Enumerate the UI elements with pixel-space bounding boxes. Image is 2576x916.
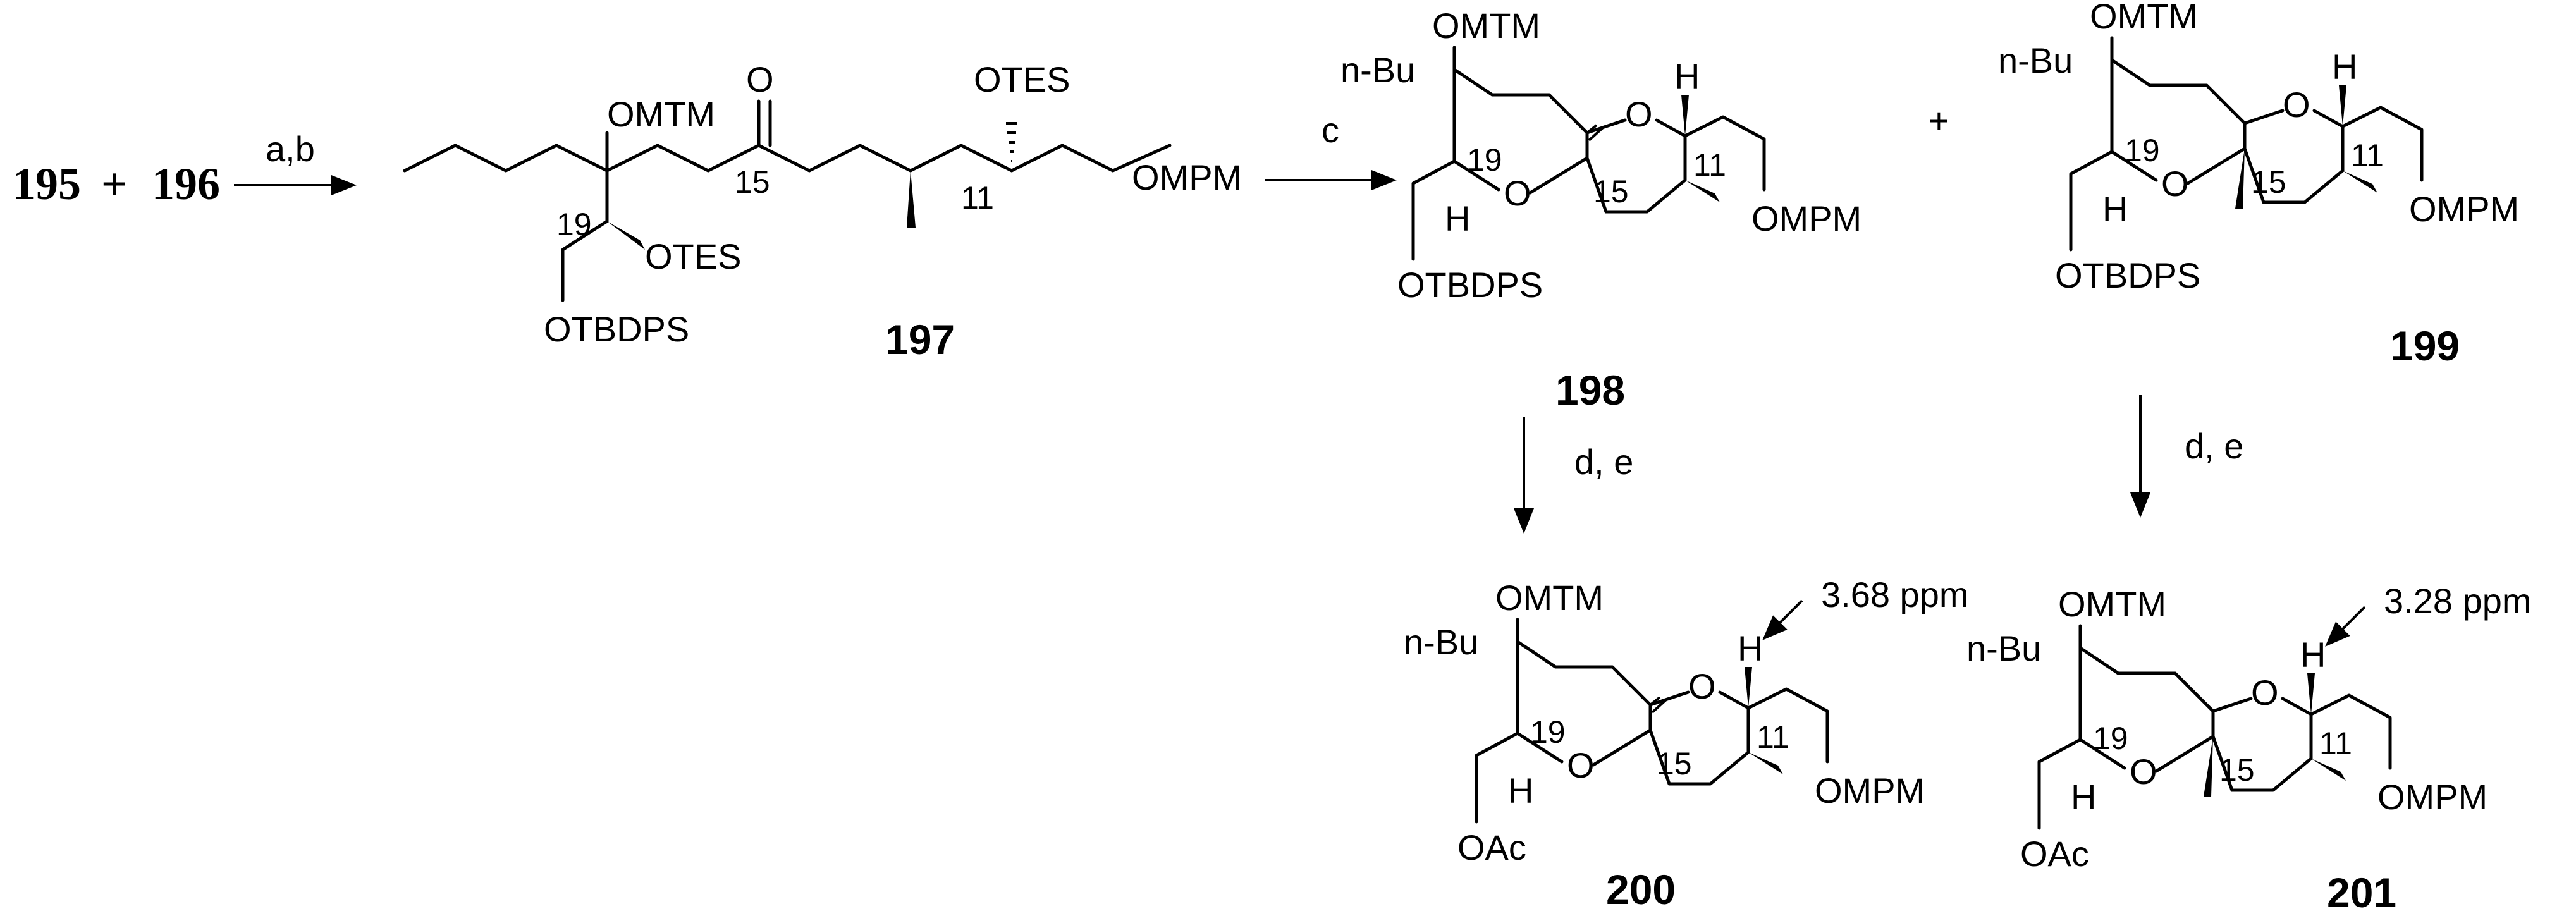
c200-omtm: OMTM [1495,578,1604,618]
c201-h19: H [2071,777,2096,817]
c201-ompm: OMPM [2377,777,2487,817]
c198-o-ring2: O [1625,94,1653,134]
c197-ketone-o: O [746,59,774,99]
c198-num-11: 11 [1693,147,1726,183]
c201-nbu: n-Bu [1966,628,2041,668]
c201-shift: 3.28 ppm [2384,581,2532,621]
arrow-de-left-label: d, e [1574,442,1633,482]
c201-shift-arrow [2325,606,2366,647]
compound-198: OMTM n-Bu 19 H O O 15 H 11 OMPM OTBDPS 1… [1340,6,1861,413]
compound-200: OMTM n-Bu 19 H O O 15 H 11 OMPM OAc 200 … [1404,575,1969,913]
c201-oac: OAc [2020,834,2089,874]
c197-omtm: OMTM [607,94,715,134]
arrow-c-label: c [1322,110,1339,150]
c200-o-ring2: O [1688,666,1716,706]
c197-ompm: OMPM [1132,157,1242,197]
plus-mid: + [1929,101,1949,140]
c200-shift: 3.68 ppm [1821,575,1969,614]
c198-o-ring1: O [1504,173,1531,213]
c199-o-ring1: O [2161,164,2189,204]
c200-ompm: OMPM [1815,771,1925,810]
c198-num-15: 15 [1593,174,1629,209]
c201-h11: H [2300,635,2326,675]
c199-ompm: OMPM [2409,189,2519,229]
c198-h19: H [1445,198,1470,238]
c197-otes-low: OTES [645,236,741,276]
c200-h11: H [1738,628,1763,668]
c200-id: 200 [1606,866,1676,913]
c199-o-ring2: O [2283,85,2310,125]
c198-h11: H [1674,56,1700,96]
c198-num-19: 19 [1467,142,1502,178]
c200-o-ring1: O [1567,745,1595,785]
c200-oac: OAc [1457,827,1526,867]
c199-num-11: 11 [2351,138,2384,173]
c198-id: 198 [1555,367,1625,413]
c200-num-15: 15 [1657,746,1692,781]
reagent-195: 195 [13,159,81,209]
c199-num-19: 19 [2125,133,2160,168]
c201-num-11: 11 [2319,726,2352,761]
c197-id: 197 [885,316,955,363]
c199-h19: H [2102,189,2128,229]
c199-otbdps: OTBDPS [2055,255,2200,295]
c200-nbu: n-Bu [1404,622,1478,662]
compound-201: OMTM n-Bu 19 H O O 15 H 11 OMPM OAc 201 … [1966,581,2532,916]
c197-otes-top: OTES [974,59,1070,99]
c201-num-19: 19 [2093,721,2128,756]
c201-num-15: 15 [2219,752,2255,788]
c198-ompm: OMPM [1751,198,1861,238]
c198-otbdps: OTBDPS [1397,265,1543,305]
compound-199: OMTM n-Bu 19 H O O 15 H 11 OMPM OTBDPS 1… [1998,0,2519,369]
c198-nbu: n-Bu [1340,50,1415,90]
reagent-196: 196 [152,159,220,209]
c199-id: 199 [2390,322,2460,369]
c197-num-11: 11 [961,180,994,216]
c198-omtm: OMTM [1432,6,1540,46]
c199-h11: H [2332,47,2357,87]
compound-197: OMTM O 15 OTES 11 OMPM 19 OTES OTBDPS 19… [403,59,1242,363]
c200-num-11: 11 [1757,719,1789,755]
c201-o-ring1: O [2130,752,2157,791]
c197-num-15: 15 [735,164,770,200]
c200-h19: H [1508,771,1533,810]
c199-num-15: 15 [2251,164,2286,200]
c200-num-19: 19 [1530,714,1566,750]
c200-shift-arrow [1762,599,1803,640]
c197-num-19: 19 [556,207,592,242]
c201-omtm: OMTM [2058,584,2166,624]
c197-otbdps: OTBDPS [544,309,689,349]
plus-sign: + [101,159,127,209]
arrow-de-right-label: d, e [2185,426,2243,466]
starting-materials: 195 + 196 [13,159,220,209]
c199-nbu: n-Bu [1998,40,2073,80]
arrow-ab-label: a,b [266,129,315,169]
c199-omtm: OMTM [2090,0,2198,36]
c201-id: 201 [2327,869,2396,916]
c201-o-ring2: O [2251,673,2279,712]
